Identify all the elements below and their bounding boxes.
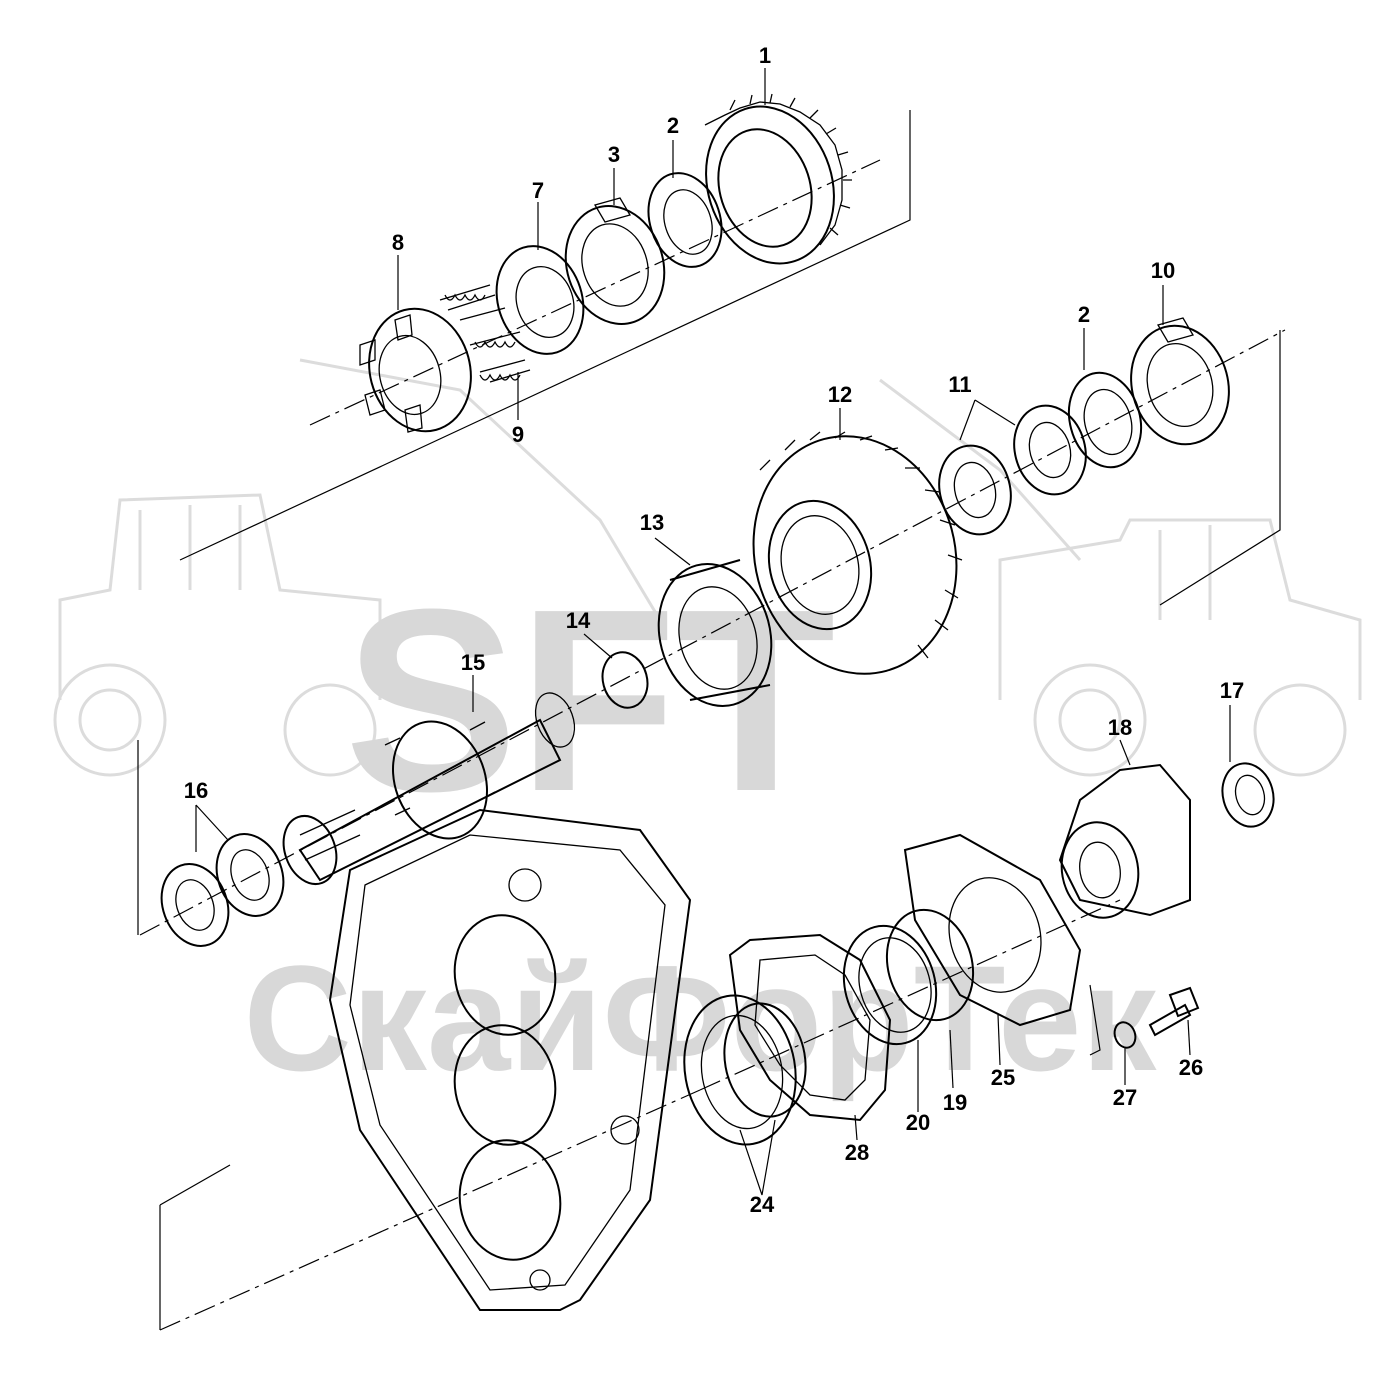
gasket-28: [728, 933, 892, 1122]
callout-20: 20: [906, 1110, 930, 1135]
callout-28: 28: [845, 1140, 869, 1165]
callout-2-lower: 2: [1078, 302, 1090, 327]
bolt-26: [1148, 986, 1200, 1037]
callout-25: 25: [991, 1065, 1015, 1090]
callout-19: 19: [943, 1090, 967, 1115]
synchronizer-sleeve-13: [657, 559, 773, 707]
callout-15: 15: [461, 650, 485, 675]
callout-8: 8: [392, 230, 404, 255]
output-shaft-15: [282, 692, 576, 885]
lock-washer-27: [1113, 1021, 1137, 1049]
roller-bearing-3: [564, 197, 666, 325]
callout-9: 9: [512, 422, 524, 447]
callout-24: 24: [750, 1192, 775, 1217]
callout-3: 3: [608, 142, 620, 167]
gear-1: [704, 93, 852, 265]
thrust-washer-7: [495, 245, 585, 355]
callout-1: 1: [759, 43, 771, 68]
callout-11: 11: [948, 372, 971, 397]
watermark-brand-short: SFT: [344, 556, 835, 846]
callout-16: 16: [184, 778, 208, 803]
watermark-tractor-left: [53, 358, 662, 777]
callout-27: 27: [1113, 1085, 1137, 1110]
callout-labels: 1 2 3 7 8 9 10 2 11 12 13 14 15 16 17 18…: [184, 43, 1244, 1217]
bearing-cover-25: [903, 833, 1082, 1027]
o-rings-19-20: [842, 908, 975, 1046]
needle-bearings-11: [938, 404, 1087, 536]
output-flange-18: [1058, 763, 1191, 919]
callout-7: 7: [532, 178, 544, 203]
transfer-case-housing: [328, 808, 692, 1311]
helical-gear-12: [752, 431, 963, 675]
dust-seal-17: [1221, 762, 1275, 828]
oil-seals-24: [683, 994, 807, 1146]
circlip-14: [601, 651, 649, 709]
watermark-brand-name: СкайФорТек: [244, 934, 1158, 1102]
callout-14: 14: [566, 608, 591, 633]
callout-10: 10: [1151, 258, 1175, 283]
callout-18: 18: [1108, 715, 1132, 740]
callout-13: 13: [640, 510, 664, 535]
callout-leaders: [195, 68, 1231, 1196]
callout-2-upper: 2: [667, 113, 679, 138]
needle-bearings-16: [160, 833, 285, 947]
assembly-axes: [137, 110, 1286, 1331]
callout-12: 12: [828, 382, 852, 407]
watermark: SFT СкайФорТек: [53, 358, 1362, 1102]
springs-9: [439, 284, 531, 383]
roller-bearing-10: [1130, 317, 1230, 446]
dog-coupling-8: [359, 307, 472, 433]
watermark-tractor-right: [879, 378, 1362, 777]
callout-17: 17: [1220, 678, 1244, 703]
callout-26: 26: [1179, 1055, 1203, 1080]
